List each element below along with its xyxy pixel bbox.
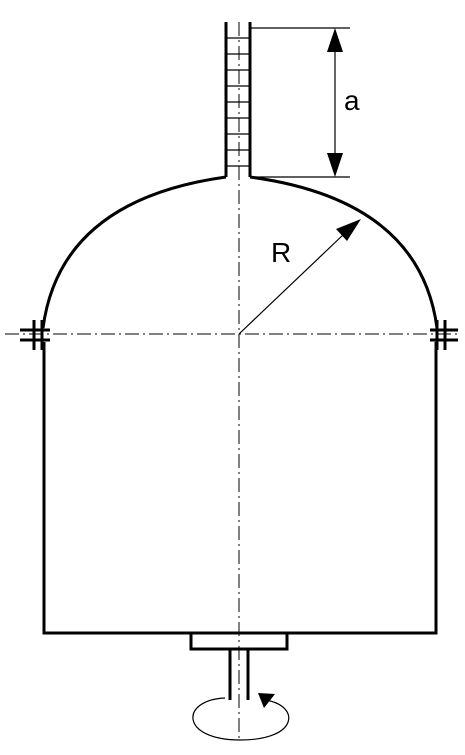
radius-label: R <box>271 237 291 268</box>
neck-graduation-ticks <box>226 37 250 167</box>
dimension-a-arrow-up <box>327 28 343 52</box>
cylinder-body <box>42 342 438 635</box>
dimension-a-arrow-down <box>327 153 343 177</box>
dimension-a-label: a <box>344 85 360 116</box>
rotation-arrow-icon <box>192 693 290 741</box>
radius-arrowhead <box>336 219 361 241</box>
right-flange <box>430 320 458 350</box>
left-flange <box>20 320 50 350</box>
neck-tube <box>224 22 252 177</box>
dimension-a: a <box>250 27 360 178</box>
radius-line <box>238 233 345 335</box>
base-collar <box>189 631 289 651</box>
radius-indicator: R <box>238 219 361 335</box>
dome-cap <box>41 175 439 329</box>
